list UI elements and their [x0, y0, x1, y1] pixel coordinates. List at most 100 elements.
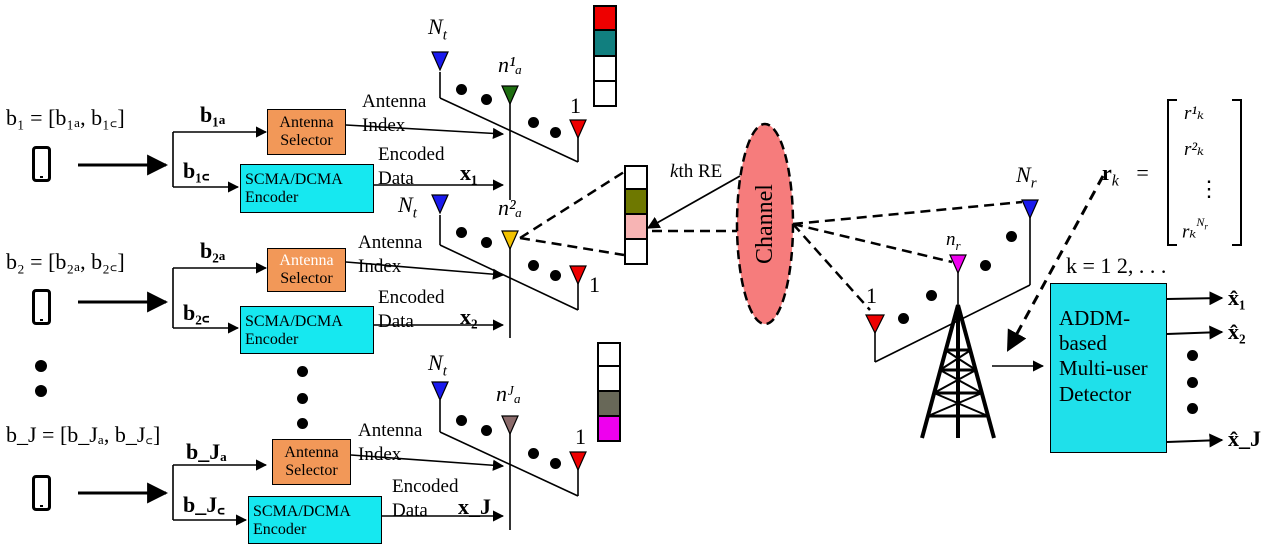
selector-label: Antenna	[284, 444, 339, 461]
user2-bits: b₂ = [b₂ₐ, b₂꜀]	[6, 249, 125, 274]
active-antenna-label-J: nᴶₐ	[496, 381, 521, 406]
tower-icon	[920, 304, 996, 439]
encoder-label: Encoder	[245, 331, 299, 349]
antenna-dot	[481, 94, 492, 105]
user1-wiring	[78, 72, 579, 200]
rx-antenna-one-label: 1	[866, 283, 877, 308]
rk-vector-entry-1: r¹ₖ	[1184, 103, 1205, 124]
encoder-label: Encoder	[253, 521, 307, 539]
userJ-wiring	[78, 400, 579, 530]
detector-label: Multi-user	[1059, 356, 1148, 381]
encoded-data-label-J: Encoded Data	[392, 475, 458, 523]
encoded-text: Encoded	[378, 144, 445, 165]
re-zoom-lines	[519, 170, 1023, 311]
encoder-label: SCMA/DCMA	[245, 171, 343, 188]
kth-re-arrow	[646, 175, 741, 229]
antenna-dot	[528, 117, 539, 128]
antenna-index-text: Antenna	[358, 232, 423, 253]
user-ellipsis-dot	[35, 360, 47, 372]
re-stack-userJ	[597, 342, 621, 442]
active-antenna-label-1: n¹ₐ	[498, 52, 523, 77]
output-J: x̂_J	[1228, 426, 1261, 451]
output-2: x̂₂	[1228, 319, 1246, 344]
encoded-text: Encoded	[392, 476, 459, 497]
rk-vector-entry-n: rₖNr	[1182, 215, 1208, 243]
antenna-index-label-J: Antenna Index	[358, 419, 422, 467]
channel-label: Channel	[752, 184, 778, 264]
rk-vector-brackets	[1167, 99, 1242, 246]
rx-antenna-dot	[980, 260, 991, 271]
userJ-antennas	[431, 381, 587, 472]
channel-ellipse	[735, 122, 795, 326]
antenna-dot	[481, 237, 492, 248]
rk-vector-dots: ⋮	[1198, 176, 1220, 201]
encoder-ellipsis-dot	[297, 418, 308, 429]
antenna-selector-user2: Antenna Selector	[267, 248, 346, 292]
userJ-x: x_J	[458, 494, 491, 519]
user2-ba: b₂ₐ	[200, 238, 226, 263]
nt-label-1: Nt	[428, 14, 447, 44]
encoded-text: Data	[392, 499, 428, 521]
encoder-ellipsis-dot	[297, 366, 308, 377]
rx-antenna-dot	[898, 313, 909, 324]
antenna-dot	[550, 270, 561, 281]
encoded-text: Encoded	[378, 287, 445, 308]
encoder-label: SCMA/DCMA	[253, 503, 351, 520]
re-stack-user1	[593, 5, 617, 107]
antenna-index-text: Index	[358, 443, 402, 465]
encoder-userJ: SCMA/DCMA Encoder	[248, 496, 382, 544]
kth-re-label: kth RE	[670, 161, 723, 182]
antenna-dot	[456, 227, 467, 238]
antenna-index-text: Antenna	[362, 91, 427, 112]
receiver-antennas	[865, 199, 1039, 335]
antenna-index-label-2: Antenna Index	[358, 231, 422, 279]
user2-bc: b₂꜀	[183, 300, 210, 325]
antenna-one-label-1: 1	[570, 93, 581, 118]
encoder-user2: SCMA/DCMA Encoder	[240, 306, 374, 354]
user1-bc: b₁꜀	[183, 158, 210, 183]
antenna-dot	[481, 425, 492, 436]
phone-icon-user1	[32, 146, 51, 182]
antenna-one-label-J: 1	[575, 424, 586, 449]
re-stack-combined	[624, 165, 648, 265]
nt-label-J: Nt	[428, 350, 447, 380]
userJ-bc: b_J꜀	[183, 492, 225, 517]
antenna-index-text: Antenna	[358, 420, 423, 441]
user2-antennas	[431, 194, 587, 286]
antenna-one-label-2: 1	[589, 272, 600, 297]
encoded-text: Data	[378, 310, 414, 332]
detector-label: based	[1059, 331, 1107, 356]
nt-label-2: Nt	[398, 192, 417, 222]
antenna-selector-userJ: Antenna Selector	[272, 439, 351, 485]
detector-label: Detector	[1059, 381, 1132, 406]
output-ellipsis-dot	[1187, 377, 1198, 388]
encoder-label: SCMA/DCMA	[245, 313, 343, 330]
selector-label: Antenna	[279, 114, 334, 131]
encoded-data-label-2: Encoded Data	[378, 286, 444, 334]
rk-vector-entry-2: r²ₖ	[1184, 139, 1205, 160]
userJ-bits: b_J = [b_Jₐ, b_J꜀]	[6, 422, 161, 447]
rx-antenna-dot	[926, 290, 937, 301]
selector-label: Selector	[285, 462, 338, 480]
detector-outputs	[1166, 291, 1224, 448]
detector-label: ADDM-	[1059, 306, 1131, 330]
antenna-dot	[528, 260, 539, 271]
user2-wiring	[78, 215, 579, 338]
user1-antennas	[431, 51, 587, 140]
antenna-dot	[456, 415, 467, 426]
phone-icon-userJ	[32, 475, 51, 511]
output-1: x̂₁	[1228, 285, 1246, 310]
nr-label: Nr	[1016, 162, 1037, 192]
nr-small-label: nr	[946, 229, 961, 253]
user1-bits: b₁ = [b₁ₐ, b₁꜀]	[6, 105, 125, 130]
encoder-user1: SCMA/DCMA Encoder	[240, 164, 374, 213]
antenna-selector-user1: Antenna Selector	[267, 109, 346, 155]
k-range-label: k = 1 2, . . .	[1066, 253, 1167, 278]
userJ-ba: b_Jₐ	[186, 439, 227, 464]
antenna-dot	[550, 127, 561, 138]
antenna-index-text: Index	[358, 255, 402, 277]
user1-ba: b₁ₐ	[200, 102, 226, 127]
selector-label: Selector	[280, 132, 333, 150]
rk-label: rk =	[1102, 160, 1149, 190]
